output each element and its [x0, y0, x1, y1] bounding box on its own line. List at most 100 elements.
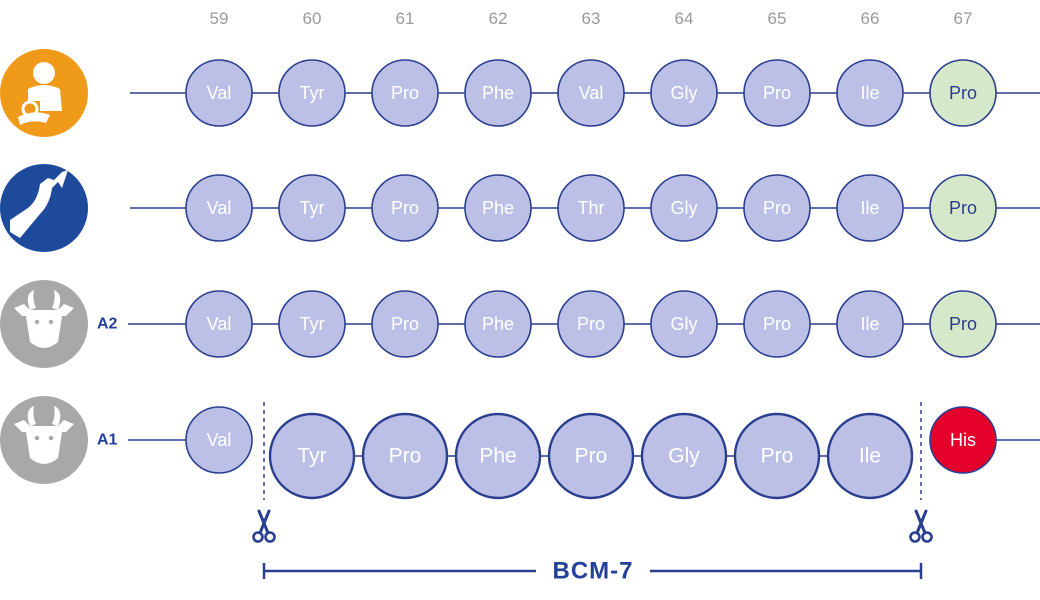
residue-pro: Pro — [929, 290, 997, 358]
residue-label: Pro — [763, 198, 791, 218]
residue-pro: Pro — [371, 174, 439, 242]
cow-horn-left — [27, 406, 36, 426]
residue-circle — [454, 412, 542, 500]
residue-circle — [650, 174, 718, 242]
cow-head — [14, 304, 74, 348]
residue-circle — [185, 290, 253, 358]
residue-label: His — [950, 430, 976, 450]
residue-gly: Gly — [650, 174, 718, 242]
residue-circle — [547, 412, 635, 500]
residue-label: Pro — [575, 445, 608, 468]
residue-phe: Phe — [464, 174, 532, 242]
residue-circle — [371, 174, 439, 242]
residue-val: Val — [557, 59, 625, 127]
residue-circle — [371, 59, 439, 127]
residue-label: Gly — [671, 314, 698, 334]
residue-pro: Pro — [361, 412, 449, 500]
residue-ile: Ile — [826, 412, 914, 500]
residue-phe: Phe — [464, 59, 532, 127]
residue-circle — [836, 174, 904, 242]
residue-label: Pro — [389, 445, 422, 468]
scissors-ring-right — [921, 531, 933, 543]
residue-pro: Pro — [743, 59, 811, 127]
residue-label: Gly — [671, 198, 698, 218]
residue-tyr: Tyr — [268, 412, 356, 500]
residue-label: Val — [207, 198, 232, 218]
residue-circle — [557, 290, 625, 358]
residue-tyr: Tyr — [278, 59, 346, 127]
residue-val: Val — [185, 59, 253, 127]
residue-label: Gly — [668, 445, 700, 468]
goat-icon — [0, 164, 88, 252]
residue-circle — [185, 174, 253, 242]
residue-circle — [929, 406, 997, 474]
bcm7-label: BCM-7 — [553, 558, 634, 585]
residue-circle — [640, 412, 728, 500]
cow-eye-left — [34, 319, 40, 325]
residue-label: Ile — [860, 314, 879, 334]
residue-label: Gly — [671, 83, 698, 103]
position-number: 67 — [954, 9, 973, 28]
position-number: 65 — [768, 9, 787, 28]
residue-ile: Ile — [836, 174, 904, 242]
residue-circle — [361, 412, 449, 500]
residue-label: Pro — [949, 83, 977, 103]
position-number: 60 — [303, 9, 322, 28]
residue-label: Thr — [578, 198, 605, 218]
variant-label: A2 — [97, 316, 118, 333]
residue-thr: Thr — [557, 174, 625, 242]
human-mother-child-icon — [0, 49, 88, 137]
residue-val: Val — [185, 174, 253, 242]
residue-pro: Pro — [929, 59, 997, 127]
residue-circle — [185, 59, 253, 127]
cleavage-markers — [252, 402, 933, 543]
residue-label: Tyr — [300, 314, 325, 334]
scissors-ring-left — [252, 531, 264, 543]
residue-circle — [185, 406, 253, 474]
residue-pro: Pro — [371, 59, 439, 127]
residue-label: Ile — [860, 198, 879, 218]
cow-horn-right — [52, 406, 61, 426]
residue-circle — [464, 174, 532, 242]
residue-gly: Gly — [650, 290, 718, 358]
residue-label: Val — [207, 83, 232, 103]
sequence-row: Val Tyr Pro Phe Thr Gly Pro Ile Pro — [0, 164, 1040, 252]
residue-circle — [733, 412, 821, 500]
residue-label: Pro — [391, 198, 419, 218]
residue-circle — [743, 174, 811, 242]
residue-phe: Phe — [464, 290, 532, 358]
goat-silhouette — [10, 170, 68, 238]
mother-head — [33, 62, 55, 84]
residue-pro: Pro — [557, 290, 625, 358]
residue-circle — [929, 290, 997, 358]
cow-icon — [0, 396, 88, 484]
residue-label: Phe — [482, 83, 514, 103]
cow-eye-right — [48, 319, 54, 325]
residue-label: Pro — [763, 83, 791, 103]
cow-horn-right — [52, 290, 61, 310]
cow-head — [14, 420, 74, 464]
position-number: 63 — [582, 9, 601, 28]
residue-pro: Pro — [733, 412, 821, 500]
position-number: 64 — [675, 9, 694, 28]
residue-label: Val — [207, 314, 232, 334]
residue-circle — [650, 290, 718, 358]
residue-pro: Pro — [929, 174, 997, 242]
residue-label: Ile — [860, 83, 879, 103]
residue-label: Phe — [482, 314, 514, 334]
residue-circle — [371, 290, 439, 358]
residue-circle — [557, 174, 625, 242]
residue-ile: Ile — [836, 59, 904, 127]
cow-icon — [0, 280, 88, 368]
cow-eye-left — [34, 435, 40, 441]
scissors-ring-left — [909, 531, 921, 543]
residue-label: Tyr — [300, 198, 325, 218]
residue-label: Phe — [479, 445, 516, 468]
residue-label: Pro — [577, 314, 605, 334]
scissors-blade-right — [258, 509, 271, 535]
position-number: 66 — [861, 9, 880, 28]
